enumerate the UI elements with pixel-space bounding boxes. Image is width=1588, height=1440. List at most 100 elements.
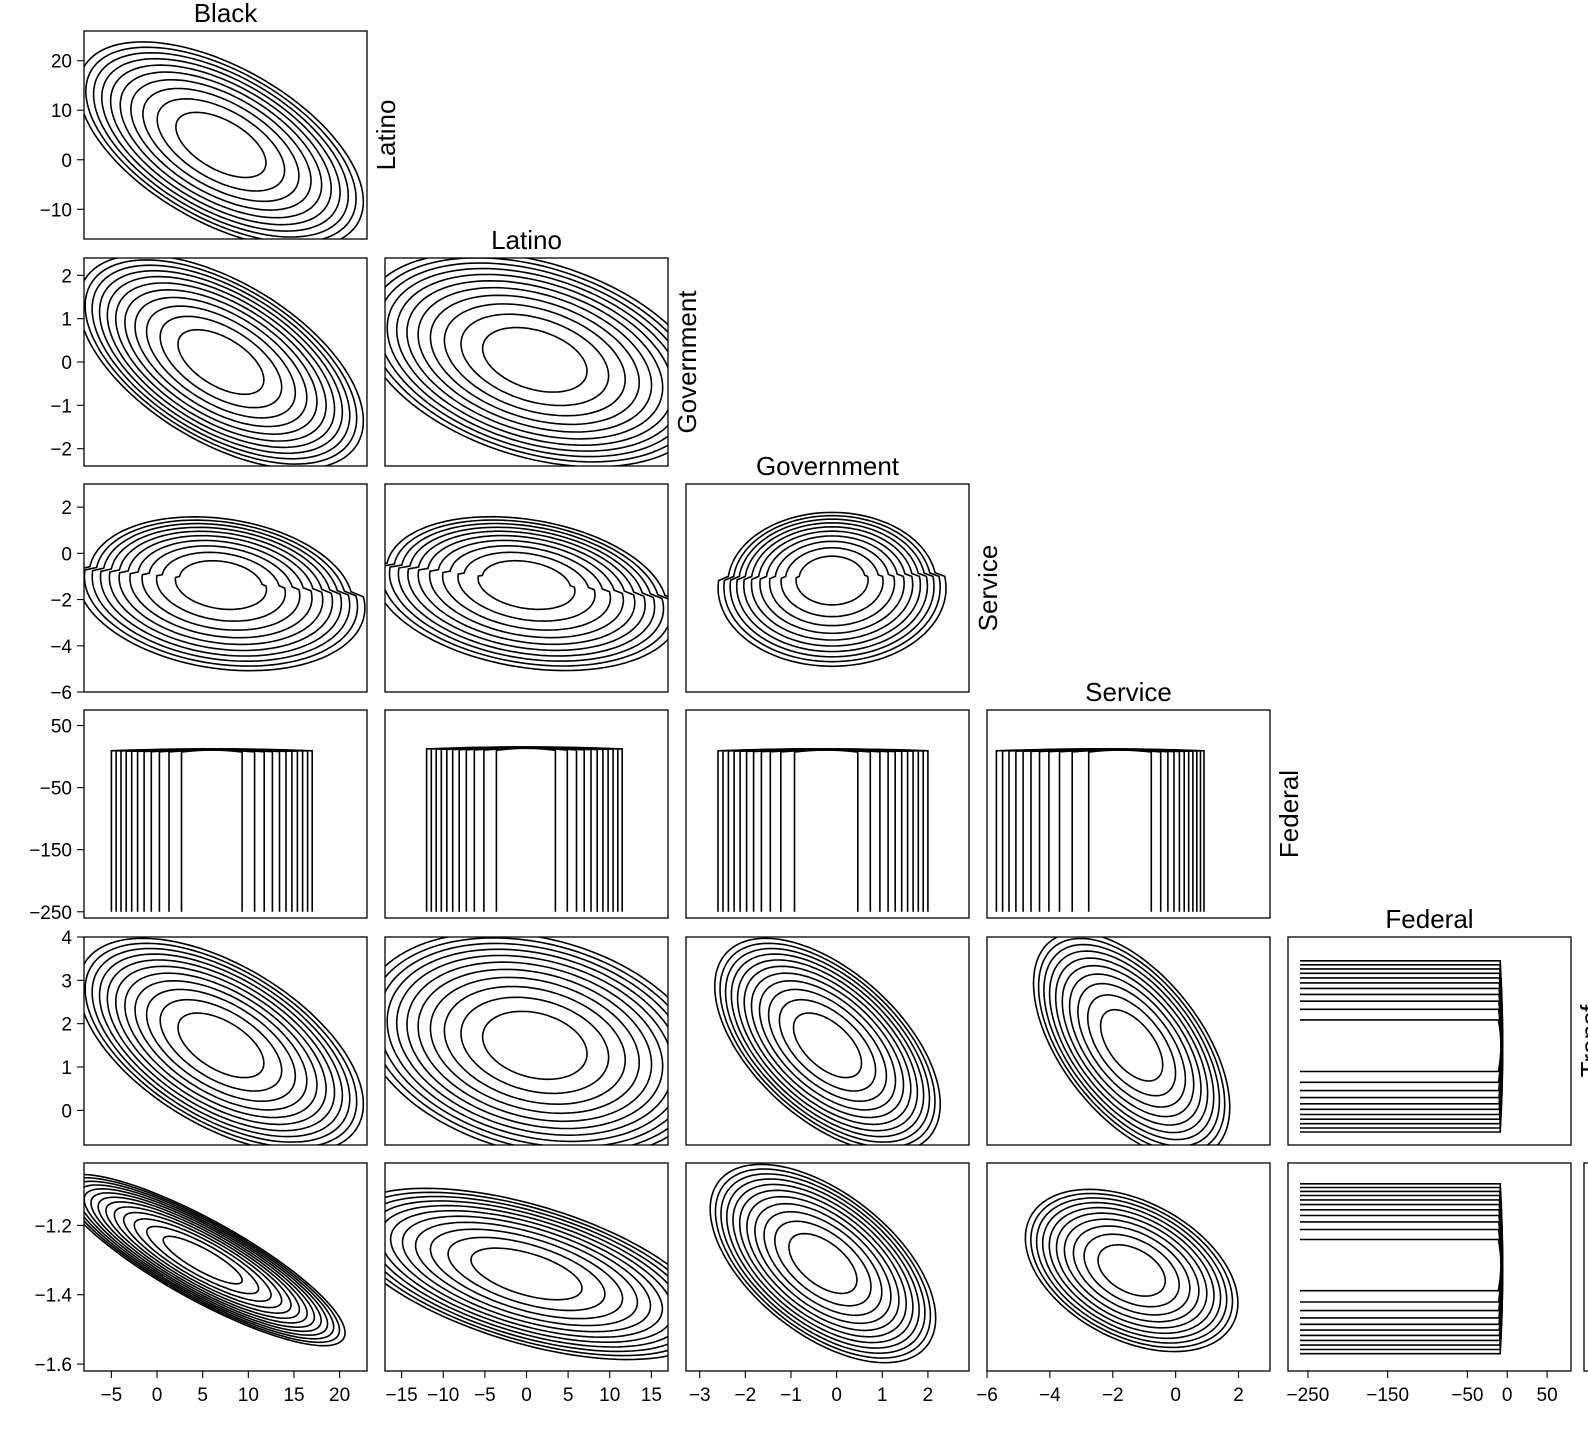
y-tick-label: 3 [61, 971, 72, 992]
x-tick-label: −5 [101, 1385, 123, 1406]
contour-service-latino [385, 515, 668, 672]
contour-transf-latino [395, 954, 668, 1137]
contour-lastrow-federal [1300, 1209, 1503, 1326]
contour-transf-service [1087, 994, 1177, 1097]
contour-lastrow-government [725, 1178, 920, 1349]
contour-transf-federal [1300, 968, 1504, 1125]
contour-lastrow-government [714, 1168, 932, 1359]
contour-service-latino [385, 519, 668, 667]
panel-frame-service-black [83, 483, 368, 693]
contour-federal-service [1022, 748, 1190, 912]
contour-service-government [723, 514, 942, 663]
y-tick-label: 20 [51, 52, 72, 73]
x-tick-label: −2 [735, 1385, 757, 1406]
row-label-latino: Latino [371, 100, 401, 171]
contour-lastrow-latino [401, 1215, 652, 1333]
contour-transf-service [1043, 943, 1221, 1145]
contour-service-government [735, 522, 929, 653]
y-tick-label: −10 [40, 200, 72, 221]
contour-lastrow-federal [1300, 1183, 1504, 1355]
contour-lastrow-black [84, 1180, 335, 1340]
contour-government-black [91, 264, 351, 460]
contour-lastrow-latino [385, 1191, 668, 1357]
panel-frame-federal-government [685, 709, 970, 919]
col-title-black: Black [194, 0, 259, 28]
col-title-federal: Federal [1385, 904, 1473, 934]
contour-transf-black [106, 959, 336, 1132]
contour-lastrow-latino [385, 1187, 668, 1361]
contour-federal-service [1038, 748, 1181, 912]
contour-transf-government [736, 959, 919, 1132]
x-tick-label: 10 [599, 1385, 620, 1406]
panel-frame-federal-service [986, 709, 1271, 919]
contour-transf-government [792, 1012, 863, 1079]
y-tick-label: 50 [51, 717, 72, 738]
y-tick-label: −1.4 [34, 1286, 72, 1307]
contour-transf-federal [1300, 960, 1504, 1133]
contour-lastrow-black [133, 1218, 272, 1302]
y-tick-label: 4 [61, 928, 72, 949]
contour-lastrow-black [84, 1187, 323, 1333]
x-tick-label: 15 [641, 1385, 662, 1406]
x-tick-label: −1 [780, 1385, 802, 1406]
contour-government-black [134, 296, 308, 428]
contour-government-black [84, 259, 358, 465]
row-label-service: Service [973, 545, 1003, 632]
contour-transf-black [98, 953, 344, 1138]
contour-service-government [768, 540, 896, 627]
panel-frame-federal-black [83, 709, 368, 919]
contour-federal-latino [435, 746, 614, 912]
contour-government-latino [385, 258, 668, 463]
contour-transf-government [719, 942, 936, 1145]
contour-federal-service [995, 748, 1205, 912]
contour-transf-federal [1300, 1019, 1502, 1073]
y-tick-label: 1 [61, 310, 72, 331]
x-tick-label: 1 [877, 1385, 888, 1406]
contour-transf-government [730, 953, 925, 1138]
contour-lastrow-latino [447, 1236, 606, 1312]
contour-latino-black [175, 111, 267, 179]
contour-federal-black [130, 748, 293, 912]
x-tick-label: 0 [152, 1385, 163, 1406]
y-tick-label: −6 [50, 683, 72, 704]
x-tick-label: 5 [563, 1385, 574, 1406]
contour-lastrow-latino [470, 1247, 583, 1301]
x-tick-label: 10 [238, 1385, 259, 1406]
contour-latino-black [84, 46, 357, 239]
contour-transf-black [114, 965, 327, 1126]
contour-lastrow-service [1083, 1233, 1181, 1308]
x-tick-label: 2 [1233, 1385, 1244, 1406]
contour-service-government [717, 511, 947, 668]
contour-lastrow-latino [385, 1195, 668, 1353]
contour-lastrow-service [1097, 1244, 1167, 1297]
contour-latino-black [130, 79, 312, 211]
contour-lastrow-federal [1300, 1199, 1503, 1337]
contour-transf-service [1037, 937, 1226, 1145]
row-label-federal: Federal [1274, 770, 1304, 858]
contour-government-black [124, 288, 318, 436]
contour-transf-black [84, 937, 365, 1145]
col-title-service: Service [1085, 677, 1172, 707]
contour-federal-latino [446, 746, 604, 912]
contour-transf-latino [417, 968, 653, 1123]
contour-lastrow-black [105, 1201, 301, 1319]
contour-transf-latino [385, 937, 668, 1145]
contour-service-latino [428, 539, 625, 639]
y-tick-label: 2 [61, 266, 72, 287]
panel-frame-service-latino [384, 483, 669, 693]
contour-government-latino [406, 279, 664, 440]
contour-transf-government [724, 947, 931, 1143]
contour-transf-federal [1300, 977, 1503, 1116]
contour-lastrow-latino [385, 1200, 668, 1348]
contour-government-latino [395, 273, 668, 447]
x-tick-label: −15 [386, 1385, 418, 1406]
contour-government-black [114, 282, 327, 442]
x-tick-label: 0 [521, 1385, 532, 1406]
contour-service-black [99, 526, 343, 657]
contour-federal-black [158, 749, 265, 912]
contour-service-black [129, 539, 313, 639]
panel-frame-transf-government [685, 936, 970, 1146]
contour-lastrow-government [709, 1163, 937, 1364]
contour-lastrow-government [763, 1211, 883, 1317]
contour-federal-government [717, 748, 929, 912]
